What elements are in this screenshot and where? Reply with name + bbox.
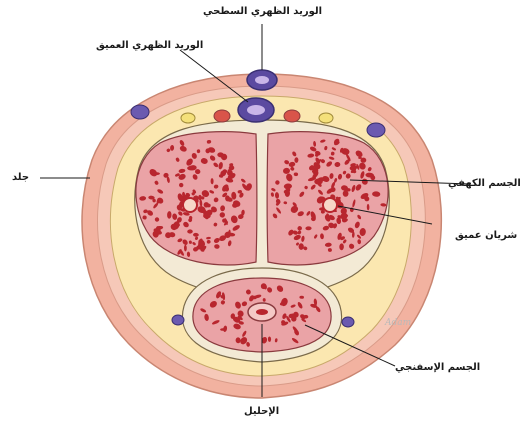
urethra-lumen (256, 309, 268, 315)
dorsal-artery-left (214, 110, 230, 122)
dorsal-nerve-left (181, 113, 195, 123)
superficial-vein-lumen (255, 76, 269, 84)
label-deep-artery: شريان عميق (455, 230, 517, 242)
ventral-vein-left (172, 315, 184, 325)
label-skin: جلد (12, 172, 29, 184)
dorsal-artery-right (284, 110, 300, 122)
sinusoid-spot (299, 243, 304, 250)
dorsal-nerve-right (319, 113, 333, 123)
lateral-vein-left (131, 105, 149, 119)
deep-vein-lumen (247, 105, 265, 115)
lateral-vein-right (367, 123, 385, 137)
label-corpus-cavernosum: الجسم الكهفي (448, 178, 521, 190)
deep-artery-left (183, 198, 197, 212)
sinusoid-spot (203, 213, 211, 218)
label-deep-dorsal-vein: الوريد الظهري العميق (96, 40, 203, 52)
deep-artery-right (323, 198, 337, 212)
label-urethra: الإحليل (244, 406, 279, 418)
label-superficial-dorsal-vein: الوريد الظهري السطحي (203, 6, 322, 18)
ventral-vein-right (342, 317, 354, 327)
label-corpus-spongiosum: الجسم الإسفنجي (395, 362, 480, 374)
sinusoid-spot (314, 179, 322, 185)
watermark-logo: Adam (385, 318, 411, 328)
